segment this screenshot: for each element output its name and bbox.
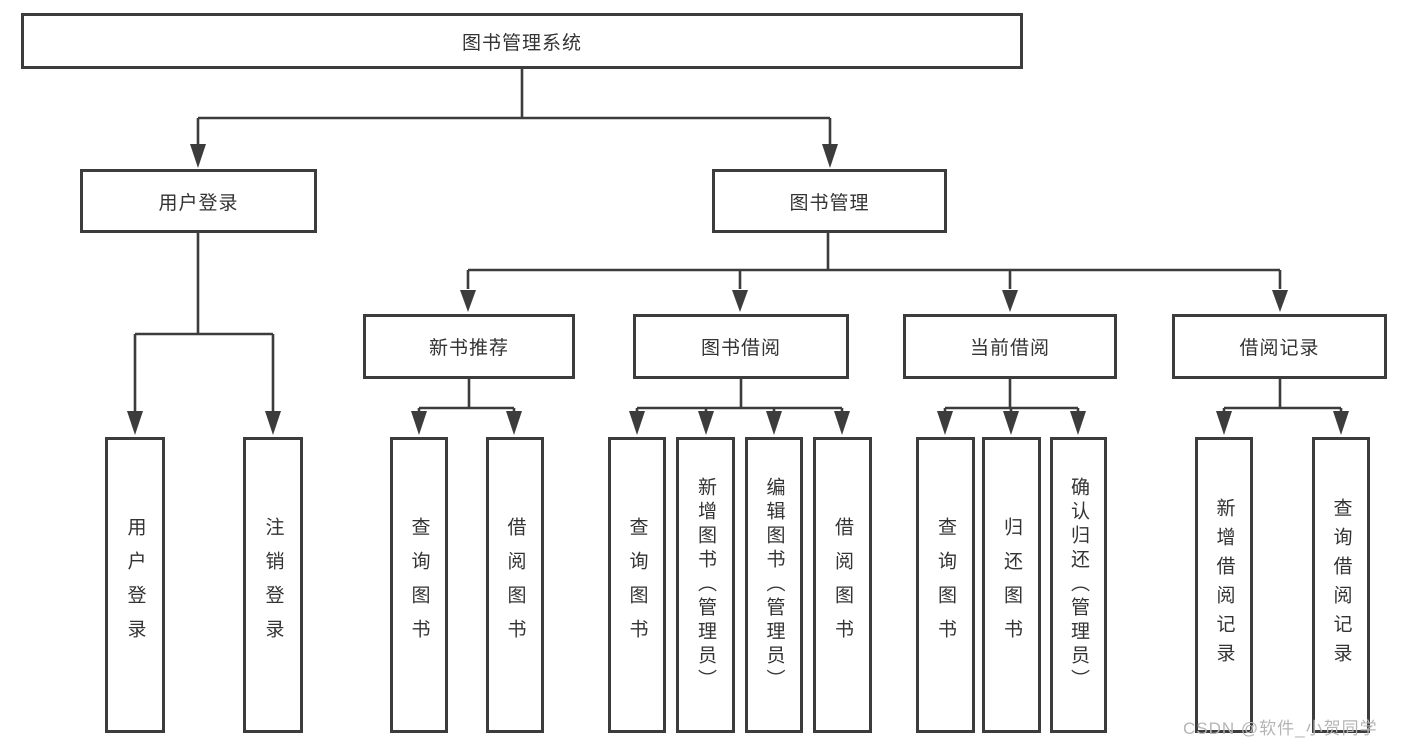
arrowhead bbox=[1002, 290, 1018, 312]
arrowhead bbox=[265, 411, 281, 435]
node-current-borrow: 当前借阅 bbox=[903, 314, 1117, 379]
leaf-user-login: 用户登录 bbox=[105, 437, 165, 733]
node-book-management-branch: 图书管理 bbox=[712, 169, 947, 233]
node-new-book-recommend: 新书推荐 bbox=[363, 314, 575, 379]
leaf-label: 用户登录 bbox=[124, 517, 146, 653]
arrowhead bbox=[411, 411, 427, 435]
leaf-add-borrow-record: 新增借阅记录 bbox=[1195, 437, 1253, 733]
csdn-watermark: CSDN @软件_小贺同学 bbox=[1183, 719, 1378, 738]
arrowhead bbox=[1272, 290, 1288, 312]
leaf-query-book-1: 查询图书 bbox=[390, 437, 448, 733]
arrowhead bbox=[506, 411, 522, 435]
arrowhead bbox=[822, 144, 838, 168]
node-root-system: 图书管理系统 bbox=[21, 13, 1023, 69]
leaf-label: 确认归还（管理员） bbox=[1068, 477, 1089, 693]
leaf-label: 查询图书 bbox=[408, 517, 430, 653]
arrowhead bbox=[732, 290, 748, 312]
arrowhead bbox=[629, 411, 645, 435]
arrowhead bbox=[1216, 411, 1232, 435]
arrowhead bbox=[766, 411, 782, 435]
leaf-query-borrow-record: 查询借阅记录 bbox=[1312, 437, 1370, 733]
leaf-label: 借阅图书 bbox=[832, 517, 853, 653]
leaf-label: 新增图书（管理员） bbox=[695, 477, 716, 693]
leaf-confirm-return-admin: 确认归还（管理员） bbox=[1050, 437, 1107, 733]
arrowhead bbox=[460, 290, 476, 312]
arrowhead bbox=[834, 411, 850, 435]
arrowhead bbox=[127, 411, 143, 435]
leaf-query-book-2: 查询图书 bbox=[608, 437, 666, 733]
leaf-label: 编辑图书（管理员） bbox=[763, 477, 785, 693]
arrowhead bbox=[1003, 411, 1019, 435]
leaf-borrow-book-2: 借阅图书 bbox=[813, 437, 872, 733]
node-user-login-branch: 用户登录 bbox=[80, 169, 317, 233]
leaf-label: 归还图书 bbox=[1001, 517, 1022, 653]
leaf-borrow-book-1: 借阅图书 bbox=[486, 437, 544, 733]
leaf-edit-book-admin: 编辑图书（管理员） bbox=[745, 437, 803, 733]
leaf-label: 查询图书 bbox=[935, 517, 956, 653]
leaf-return-book: 归还图书 bbox=[982, 437, 1041, 733]
arrowhead bbox=[1070, 411, 1086, 435]
arrowhead bbox=[190, 144, 206, 168]
node-book-borrow: 图书借阅 bbox=[633, 314, 849, 379]
leaf-logout: 注销登录 bbox=[243, 437, 303, 733]
leaf-label: 查询借阅记录 bbox=[1330, 498, 1352, 672]
arrowhead bbox=[1333, 411, 1349, 435]
node-borrow-record: 借阅记录 bbox=[1172, 314, 1387, 379]
leaf-label: 借阅图书 bbox=[504, 517, 526, 653]
leaf-label: 新增借阅记录 bbox=[1213, 498, 1235, 672]
arrowhead bbox=[698, 411, 714, 435]
leaf-query-book-3: 查询图书 bbox=[916, 437, 975, 733]
leaf-label: 注销登录 bbox=[262, 517, 284, 653]
arrowhead bbox=[937, 411, 953, 435]
leaf-add-book-admin: 新增图书（管理员） bbox=[676, 437, 735, 733]
leaf-label: 查询图书 bbox=[626, 517, 648, 653]
